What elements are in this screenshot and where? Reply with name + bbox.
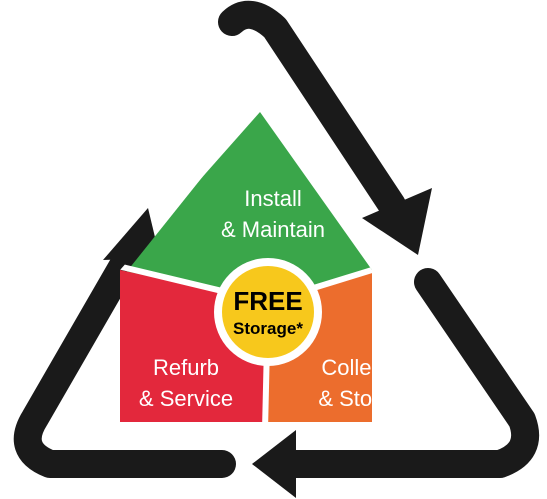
left-segment-label-line1: Refurb bbox=[153, 355, 219, 380]
top-segment-label-line2: & Maintain bbox=[221, 217, 325, 242]
top-segment-label-line1: Install bbox=[244, 186, 301, 211]
center-badge bbox=[222, 266, 314, 358]
arrowhead-left-icon bbox=[103, 208, 160, 260]
arrow-left-side bbox=[13, 236, 236, 478]
cycle-arrows bbox=[13, 0, 540, 478]
segment-group bbox=[120, 112, 372, 422]
arrow-right-side bbox=[218, 0, 406, 219]
arrowheads bbox=[103, 188, 432, 498]
left-segment-label-line2: & Service bbox=[139, 386, 233, 411]
arrowhead-right-icon bbox=[362, 188, 432, 255]
segment-top bbox=[120, 112, 372, 310]
right-segment-label-line1: Collect bbox=[321, 355, 388, 380]
arrow-bottom-side bbox=[270, 268, 540, 478]
arrowhead-bottom-icon bbox=[252, 430, 296, 498]
center-title: FREE bbox=[233, 286, 302, 316]
center-subtitle: Storage* bbox=[233, 319, 303, 338]
right-segment-label-line2: & Store bbox=[318, 386, 391, 411]
